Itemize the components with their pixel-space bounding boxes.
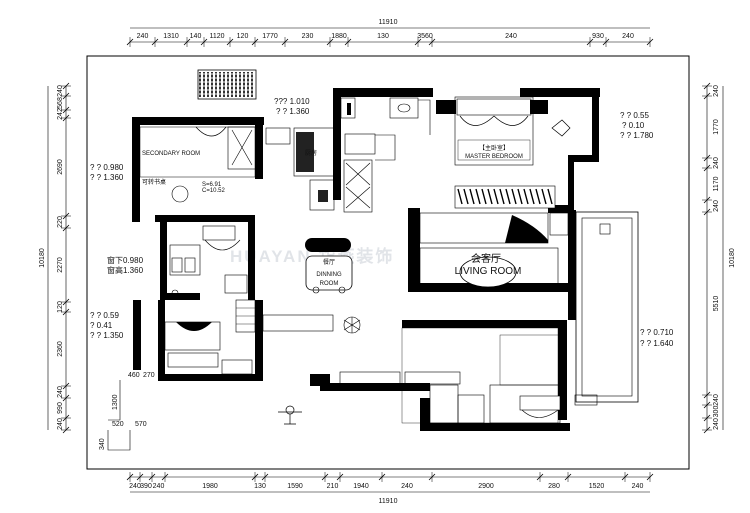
left-dim-4: 220 [57, 216, 64, 228]
left-dim-2: 242 [57, 108, 64, 120]
right-dim-1: 1770 [713, 119, 720, 135]
balcony-outline [575, 211, 639, 403]
left-dim-5: 2270 [57, 257, 64, 273]
dining-room: 餐厅 DINNING ROOM [305, 238, 353, 294]
top-dim-4: 120 [237, 33, 249, 40]
stair-detail: 460 270 520 570 340 1300 [99, 372, 155, 451]
top-dim-3: 1120 [209, 33, 224, 40]
bottom-dim-6: 210 [327, 483, 339, 490]
living-room: 会客厅 LIVING ROOM [419, 212, 569, 288]
top-dim-7: 1880 [331, 33, 347, 40]
top-dim-11: 930 [592, 33, 604, 40]
dining-en-label-1: DINNING [316, 272, 342, 278]
note-top-center-1: ??? 1.010 [274, 97, 310, 106]
right-dim-8: 240 [713, 418, 720, 430]
bottom-dim-2: 240 [153, 483, 165, 490]
bottom-dim-7: 1940 [353, 483, 369, 490]
kitchen-area [164, 225, 334, 375]
small-dim-b: 270 [143, 372, 155, 379]
left-dim-10: 240 [57, 418, 64, 430]
right-dim-5: 5510 [713, 296, 720, 312]
plan-frame [86, 55, 690, 470]
note-right-top-3: ? ? 1.780 [620, 131, 654, 140]
left-dim-0: 240 [57, 85, 64, 97]
bottom-dim-5: 1590 [287, 483, 303, 490]
right-dim-2: 240 [713, 157, 720, 169]
secondary-bedroom: SECONDARY ROOM 可转书桌 S=6.91 C=10.52 [139, 126, 257, 203]
small-dim-d: 570 [135, 421, 147, 428]
bottom-dim-0: 240 [129, 483, 141, 490]
top-dim-8: 130 [377, 33, 389, 40]
master-bedroom: 【主卧室】 MASTER BEDROOM [436, 96, 571, 209]
kitchen-label: 厨房 [305, 149, 317, 157]
person-icon [278, 405, 302, 425]
master-en-label: MASTER BEDROOM [465, 154, 523, 160]
bottom-dim-4: 130 [254, 483, 266, 490]
small-dim-e: 340 [99, 438, 106, 450]
note-left-2: ? ? 1.360 [90, 173, 124, 182]
right-dim-7: 300 [713, 406, 720, 418]
left-dim-8: 240 [57, 386, 64, 398]
note-right-top-2: ? 0.10 [622, 121, 645, 130]
top-dim-6: 230 [302, 33, 314, 40]
note-left-mid-1: 窗下0.980 [107, 255, 144, 265]
dining-cn-label: 餐厅 [323, 258, 335, 266]
left-dim-7: 2360 [57, 341, 64, 357]
bathroom: 厨房 [265, 97, 431, 213]
right-dim-6: 240 [713, 394, 720, 406]
top-dim-1: 1310 [163, 33, 179, 40]
second-bedroom-lower [489, 334, 561, 424]
top-dim-12: 240 [622, 33, 634, 40]
left-dim-6: 120 [57, 301, 64, 313]
walls [132, 88, 600, 431]
bottom-dim-11: 1520 [589, 483, 605, 490]
note-top-center-2: ? ? 1.360 [276, 107, 310, 116]
secondary-room-label: SECONDARY ROOM [142, 151, 200, 157]
bottom-dim-1: 390 [140, 483, 152, 490]
top-dim-0: 240 [137, 33, 149, 40]
small-dim-f: 1300 [112, 394, 119, 410]
hatched-panel [197, 69, 257, 100]
small-dim-a: 460 [128, 372, 140, 379]
bottom-dim-12: 240 [632, 483, 644, 490]
left-dim-3: 2690 [57, 159, 64, 175]
bottom-dim-10: 280 [548, 483, 560, 490]
dining-en-label-2: ROOM [320, 281, 339, 287]
left-dim-1: 568 [57, 97, 64, 109]
top-dim-9: 3560 [417, 33, 433, 40]
area-c: C=10.52 [202, 188, 226, 194]
small-dim-c: 520 [112, 421, 124, 428]
note-right-low-1: ? ? 0.710 [640, 328, 674, 337]
top-dim-5: 1770 [262, 33, 278, 40]
note-left-mid-2: 窗高1.360 [107, 265, 144, 275]
area-s: S=6.91 [202, 182, 222, 188]
master-cn-label: 【主卧室】 [479, 144, 509, 152]
overall-right-dim: 10180 [729, 248, 736, 268]
overall-left-dim: 10180 [39, 248, 46, 268]
right-dim-4: 240 [713, 200, 720, 212]
note-left-1: ? ? 0.980 [90, 163, 124, 172]
overall-bottom-dim: 11910 [379, 498, 398, 505]
note-right-low-2: ? ? 1.640 [640, 339, 674, 348]
living-en-label: LIVING ROOM [455, 266, 522, 277]
bottom-dim-3: 1980 [202, 483, 218, 490]
bottom-dim-9: 2900 [478, 483, 494, 490]
bottom-dim-8: 240 [401, 483, 413, 490]
living-cn-label: 会客厅 [471, 252, 501, 265]
note-right-top-1: ? ? 0.55 [620, 111, 649, 120]
right-dim-0: 240 [713, 85, 720, 97]
wardrobe-label: 可转书桌 [142, 178, 166, 186]
plant-icon [343, 316, 361, 334]
top-dim-2: 140 [190, 33, 202, 40]
note-left-low-1: ? ? 0.59 [90, 311, 119, 320]
note-left-low-3: ? ? 1.350 [90, 331, 124, 340]
note-left-low-2: ? 0.41 [90, 321, 113, 330]
right-dim-3: 1170 [713, 176, 720, 191]
left-dim-9: 990 [57, 402, 64, 414]
top-dim-10: 240 [505, 33, 517, 40]
lower-cabinets [339, 371, 485, 424]
overall-top-dim: 11910 [379, 19, 398, 26]
